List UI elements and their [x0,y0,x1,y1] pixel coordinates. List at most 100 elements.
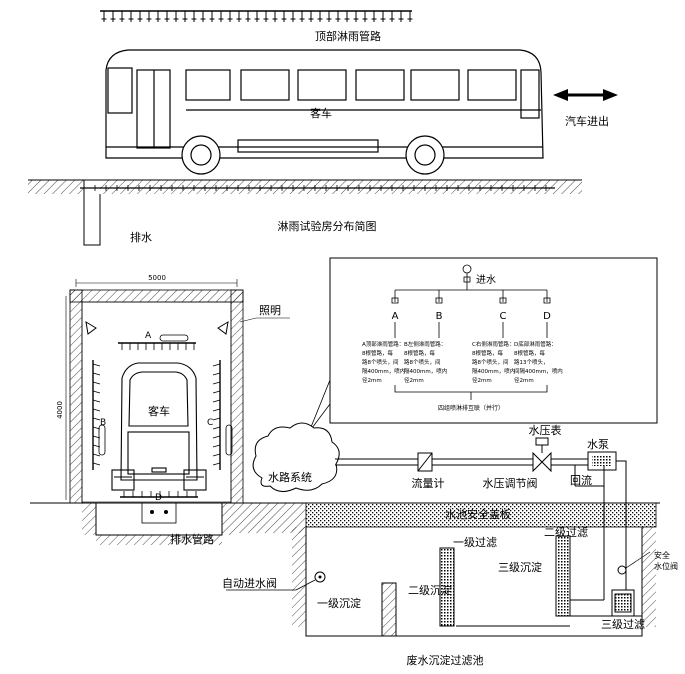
filter-1-label: 一级过滤 [453,536,497,549]
lighting-label: 照明 [259,304,281,317]
filter-3-label: 三级过滤 [601,618,645,631]
zone-c-label: C [207,418,213,428]
water-system-label: 水路系统 [268,471,312,484]
pipe-b [92,360,106,470]
c-nozzle [212,372,221,376]
c-nozzle [212,462,221,466]
inset-inlet-label: 进水 [476,274,496,286]
supply-pipe [335,437,604,487]
bus-side-label: 客车 [310,106,332,120]
return-label: 回流 [570,473,592,487]
arrow-label: 汽车进出 [565,114,609,128]
pool-caption: 废水沉淀过滤池 [407,653,484,667]
b-nozzle [92,399,101,403]
inset-branch-desc: 径2mm [514,376,534,384]
inset-branch-desc: 隔400mm，喷内 [404,367,447,375]
c-nozzle [212,381,221,385]
safety-valve-icon [617,551,651,575]
inset-branch-desc: C右侧淋雨管路： [472,340,514,348]
c-nozzle [212,408,221,412]
inset-branch-desc: 路8个喷头，间 [472,358,509,366]
pipe-a [118,334,196,350]
b-nozzle [92,408,101,412]
c-nozzle [212,453,221,457]
pipe-c [212,360,233,470]
b-nozzle [92,462,101,466]
c-nozzle [212,363,221,367]
room-pit [30,491,305,545]
cover-label: 水池安全盖板 [445,507,511,521]
b-nozzle [92,453,101,457]
b-nozzle [92,390,101,394]
tank-3-label: 三级沉淀 [498,560,542,574]
top-spray-label: 顶部淋雨管路 [315,29,381,43]
inset-branch-desc: 隔400mm，喷内 [362,367,405,375]
inset-branch-desc: 路8个喷头，间 [404,358,441,366]
inset-branch-desc: D底部淋雨管路： [514,340,557,348]
in-out-arrow [553,89,618,101]
inset-branch-letter: B [436,311,443,322]
width-dim-text: 5000 [148,274,166,282]
c-nozzle [212,390,221,394]
auto-inlet-label: 自动进水阀 [222,576,277,590]
bus-front-label: 客车 [148,404,170,418]
inset-branch-desc: 8根管路，每 [362,349,393,357]
inset-branch-letter: A [392,311,399,322]
zone-d-label: D [155,493,162,503]
drain-pipe-label: 排水管路 [170,532,214,546]
inset-branch-desc: B左侧淋雨管路： [404,340,446,348]
inset-branch-desc: A顶部淋雨管路： [362,340,404,348]
drain-label: 排水 [130,230,152,244]
ground-and-cover [236,502,660,627]
inset-branch-desc: 间隔400mm，喷内 [514,367,563,375]
water-system-cloud [252,422,340,492]
c-nozzle [212,426,221,430]
inset-branches: AA顶部淋雨管路：8根管路，每路8个喷头，间隔400mm，喷内径2mmBB左侧淋… [362,311,563,384]
inset-branch-desc: 路13个喷头， [514,358,549,366]
inset-branch-letter: D [543,311,551,322]
c-nozzle [212,417,221,421]
light-right-icon [217,321,229,335]
room-walls [69,289,244,504]
zone-a-label: A [145,331,152,341]
width-dimension [75,279,238,287]
safety-valve-label-2: 水位阀 [654,561,678,571]
c-nozzle [212,399,221,403]
inset-branch-desc: 8根管路，每 [514,349,545,357]
b-nozzle [92,381,101,385]
flowmeter-label: 流量计 [412,476,445,490]
safety-valve-label-1: 安全 [654,550,670,560]
zone-b-label: B [100,418,106,428]
top-ground [28,179,582,246]
inset-branch-desc: 径2mm [362,376,382,384]
inset-frame [308,257,658,433]
inset-branch-letter: C [500,311,507,322]
pump-label: 水泵 [587,438,609,451]
inset-branch-desc: 径2mm [404,376,424,384]
pressure-valve-label: 水压调节阀 [483,476,538,490]
tank-2-label: 二级沉淀 [408,583,452,597]
pump-icon [587,451,627,600]
inset-bottom-note: 四组喷淋排互联（并行） [438,404,504,412]
b-nozzle [92,372,101,376]
c-nozzle [212,444,221,448]
b-nozzle [92,417,101,421]
inset-branch-desc: 路8个喷头，间 [362,358,399,366]
pressure-gauge-label: 水压表 [529,423,562,437]
inset-piping [391,264,551,400]
settling-pool [305,527,643,637]
inset-branch-desc: 8根管路，每 [404,349,435,357]
inset-branch-desc: 径2mm [472,376,492,384]
filter-2-label: 二级过滤 [544,526,588,539]
b-nozzle [92,363,101,367]
bus-side-view [105,49,544,175]
bus-front-view [111,362,207,491]
height-dim-text: 4000 [56,401,64,419]
inset-branch-desc: 隔400mm，喷内 [472,367,515,375]
top-caption: 淋雨试验房分布简图 [278,219,377,233]
auto-inlet-valve-icon [226,571,326,591]
top-spray-pipe [100,10,413,22]
inset-branch-desc: 8根管路，每 [472,349,503,357]
c-nozzle [212,435,221,439]
